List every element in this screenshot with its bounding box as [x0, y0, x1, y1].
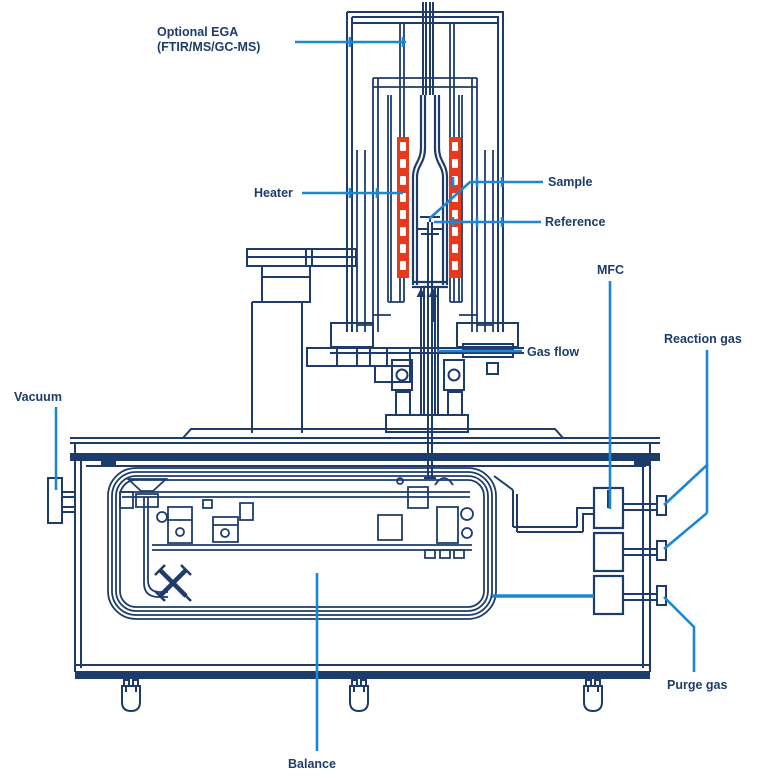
- foot-right: [583, 679, 603, 713]
- gas-port-2: [656, 540, 667, 561]
- sample-leader-line: [428, 177, 543, 220]
- furnace-outer-housing: [346, 11, 504, 332]
- vacuum-port: [47, 477, 75, 524]
- sample-label: Sample: [548, 175, 593, 189]
- mfc-block-2: [592, 531, 625, 573]
- foot-center: [349, 679, 369, 713]
- balance-chamber-wall-4: [119, 479, 485, 608]
- ega-label-line2: (FTIR/MS/GC-MS): [157, 40, 260, 54]
- balance-part-circle: [220, 528, 230, 538]
- balance-chamber-wall-3: [115, 475, 489, 612]
- cabinet-top-tab-left: [101, 461, 116, 466]
- heater-label: Heater: [254, 186, 293, 200]
- cabinet-tray: [180, 428, 566, 439]
- balance-part-circle: [175, 527, 185, 537]
- heater-elements: [397, 137, 461, 278]
- reference-label: Reference: [545, 215, 605, 229]
- cabinet-top-tab-right: [634, 461, 649, 466]
- flange-bolt-right: [447, 368, 461, 382]
- purge-gas-label: Purge gas: [667, 678, 727, 692]
- leader-lines: [54, 37, 709, 751]
- cabinet-walls: [74, 443, 651, 672]
- heater-element-right: [449, 137, 461, 278]
- balance-part-circle: [461, 527, 473, 539]
- cabinet-bottom-band: [75, 671, 650, 679]
- balance-label: Balance: [288, 757, 336, 771]
- balance-chamber: [107, 467, 497, 620]
- cabinet-tabletop: [70, 437, 660, 467]
- heater-leader-line: [302, 188, 403, 198]
- heater-element-left: [397, 137, 409, 278]
- balance-part-circle: [156, 511, 168, 523]
- vacuum-label: Vacuum: [14, 390, 62, 404]
- furnace-exhaust-tube: [422, 2, 434, 95]
- gas-port-1: [656, 495, 667, 516]
- reference-leader-line: [434, 217, 541, 227]
- plug-x-caps: [154, 564, 192, 602]
- ega-leader-line: [295, 37, 406, 47]
- foot-left: [121, 679, 141, 713]
- balance-part-circle: [396, 477, 404, 485]
- cabinet-top-band: [70, 453, 660, 461]
- reaction-gas-label: Reaction gas: [664, 332, 742, 346]
- gas-flow-label: Gas flow: [527, 345, 579, 359]
- cabinet: [47, 428, 660, 713]
- gas-system: [493, 475, 667, 616]
- balance-part-circle: [460, 507, 474, 521]
- flange-bolt-left: [395, 368, 409, 382]
- balance-chamber-wall-1: [107, 467, 497, 620]
- balance-components: [119, 477, 465, 559]
- furnace-tube-dome: [411, 95, 449, 289]
- purge-gas-leader-line: [663, 596, 696, 672]
- mfc-block-3: [592, 574, 625, 616]
- labels: Optional EGA (FTIR/MS/GC-MS) Heater Samp…: [14, 25, 742, 771]
- furnace-assembly: [246, 2, 524, 479]
- ega-label-line1: Optional EGA: [157, 25, 238, 39]
- balance-chamber-wall-2: [111, 471, 493, 616]
- balance-mechanism: [119, 477, 474, 602]
- heater-element-slots: [400, 142, 458, 270]
- furnace-insulation-liners: [356, 23, 494, 332]
- balance-beam: [122, 478, 472, 551]
- gas-port-3: [656, 585, 667, 606]
- hangdown-wire: [143, 497, 168, 598]
- mfc-block-1: [592, 486, 625, 530]
- support-column: [246, 248, 411, 433]
- mfc-piping: [493, 475, 657, 601]
- mfc-label: MFC: [597, 263, 624, 277]
- reaction-gas-leader-line: [663, 350, 709, 550]
